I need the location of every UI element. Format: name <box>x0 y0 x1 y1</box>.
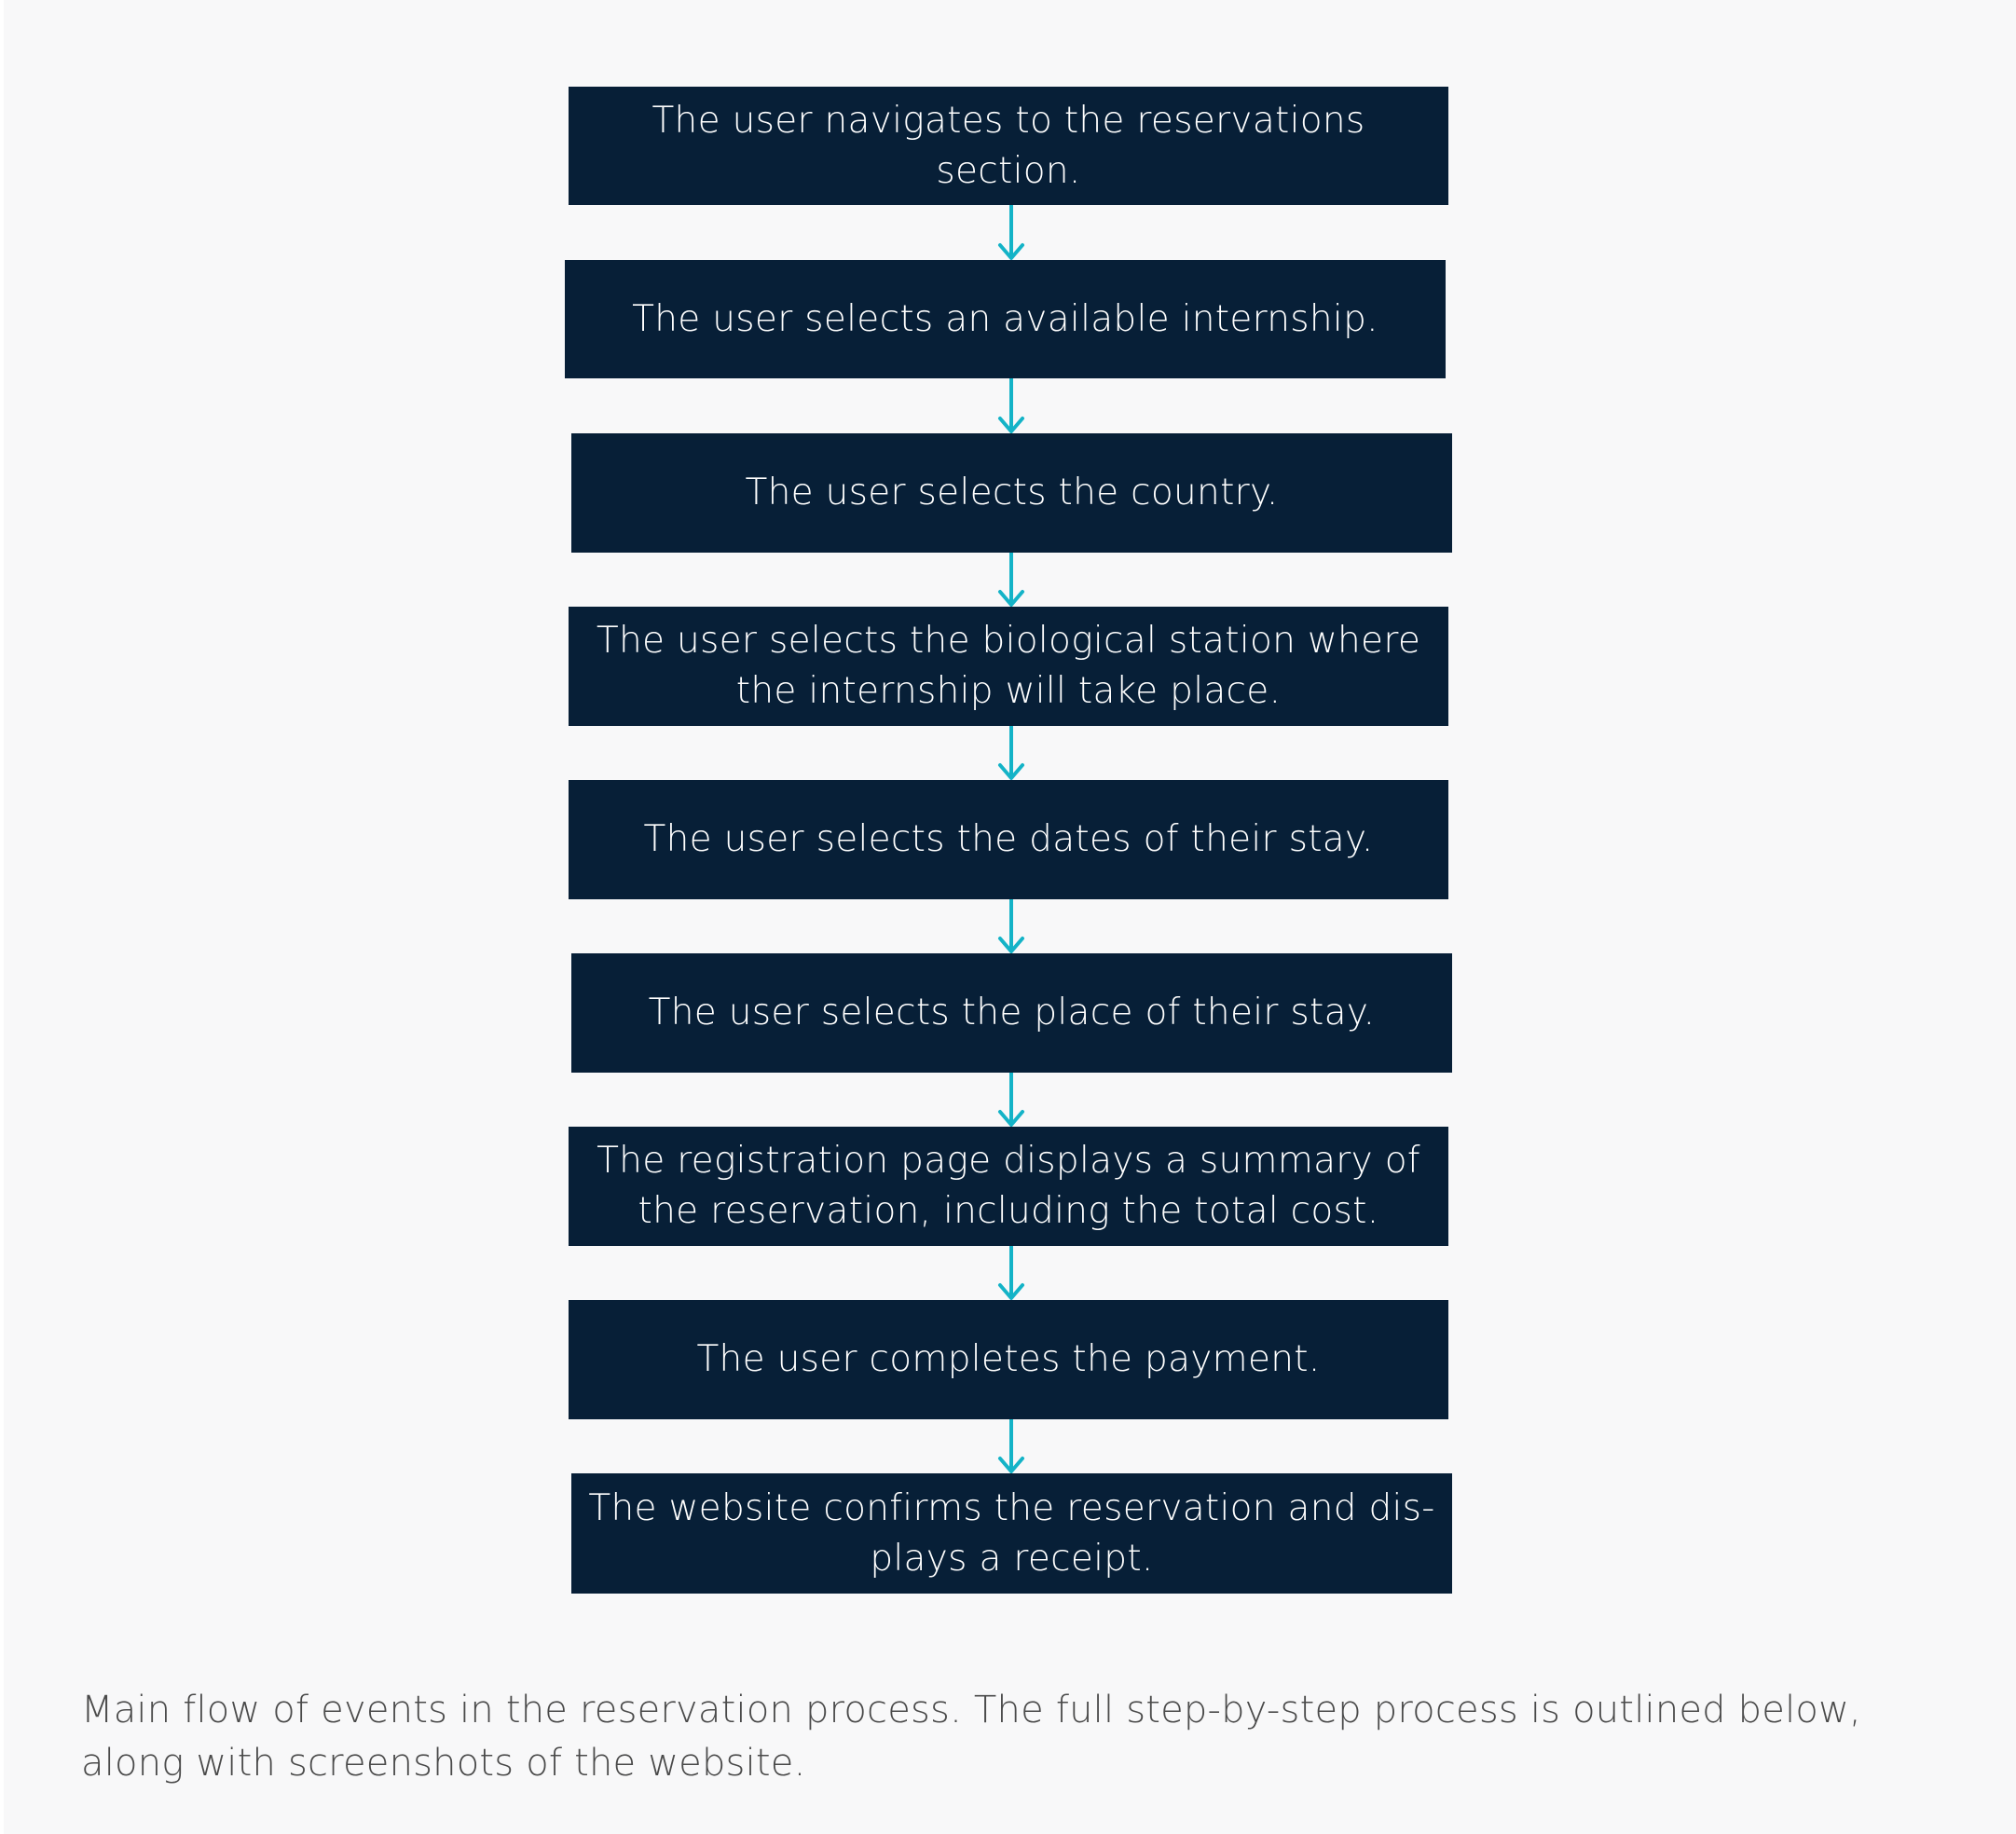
flow-step-3-label: The user selects the country. <box>745 472 1279 513</box>
flow-step-6-label: The user selects the place of their stay… <box>648 992 1376 1033</box>
flow-arrow-3 <box>998 553 1024 607</box>
flow-arrow-2 <box>998 378 1024 433</box>
flow-arrow-6 <box>998 1073 1024 1127</box>
figure-caption: Main flow of events in the reservation p… <box>81 1689 1861 1785</box>
flow-step-7-label: The registration page displays a summary… <box>597 1140 1420 1232</box>
flow-step-5-label: The user selects the dates of their stay… <box>643 818 1374 860</box>
flow-step-6: The user selects the place of their stay… <box>571 953 1452 1073</box>
flow-arrow-head <box>998 1110 1024 1127</box>
flow-arrows <box>998 205 1024 1473</box>
flow-step-1-label: The user navigates to the reservations s… <box>651 99 1365 192</box>
page-edge <box>0 0 4 1834</box>
flow-arrow-head <box>998 590 1024 607</box>
flow-arrow-head <box>998 937 1024 953</box>
flow-step-4-label: The user selects the biological station … <box>596 620 1421 712</box>
flow-arrow-head <box>998 1283 1024 1300</box>
flow-step-5: The user selects the dates of their stay… <box>569 780 1448 899</box>
flow-step-7: The registration page displays a summary… <box>569 1127 1448 1246</box>
flow-step-1: The user navigates to the reservations s… <box>569 87 1448 205</box>
reservation-flow-diagram: The user navigates to the reservations s… <box>565 87 1452 1594</box>
flow-step-4: The user selects the biological station … <box>569 607 1448 726</box>
flow-step-9: The website confirms the reservation and… <box>571 1473 1452 1594</box>
flow-arrow-1 <box>998 205 1024 260</box>
flow-arrow-head <box>998 243 1024 260</box>
flow-step-9-label: The website confirms the reservation and… <box>588 1486 1435 1580</box>
flow-arrow-5 <box>998 899 1024 953</box>
flow-arrow-head <box>998 763 1024 780</box>
flow-step-2-label: The user selects an available internship… <box>632 297 1378 340</box>
flow-arrow-7 <box>998 1246 1024 1300</box>
flow-arrow-head <box>998 417 1024 433</box>
flow-step-8: The user completes the payment. <box>569 1300 1448 1419</box>
flow-arrow-head <box>998 1457 1024 1473</box>
flow-arrow-8 <box>998 1419 1024 1473</box>
flow-step-3: The user selects the country. <box>571 433 1452 553</box>
flow-step-8-label: The user completes the payment. <box>696 1338 1321 1380</box>
flow-step-2: The user selects an available internship… <box>565 260 1446 378</box>
flow-arrow-4 <box>998 726 1024 780</box>
